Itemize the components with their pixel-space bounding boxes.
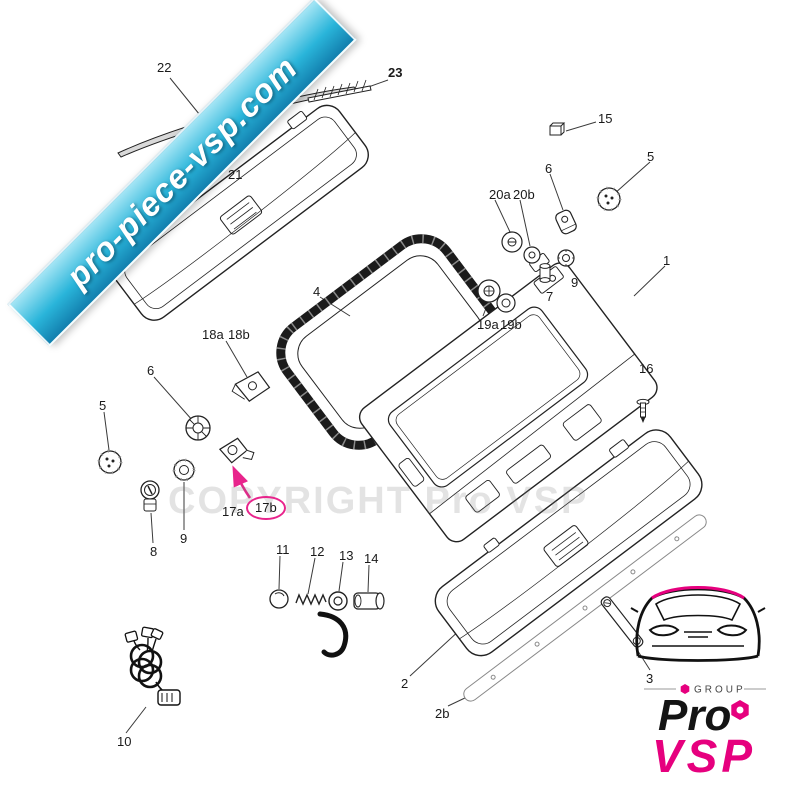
callout-17a: 17a [222, 504, 244, 519]
part-cap-11-icon [269, 589, 289, 609]
callout-8: 8 [150, 544, 158, 559]
part-panel-2-icon [434, 429, 703, 657]
part-grommet-20a-icon [501, 231, 523, 253]
callout-5-left: 5 [99, 398, 107, 413]
callout-20b: 20b [513, 187, 535, 202]
logo-group-line: GROUP [644, 684, 766, 696]
callout-11: 11 [276, 542, 290, 557]
callout-9-right: 9 [571, 275, 579, 290]
part-cap-5-right-icon [596, 186, 622, 212]
part-ring-9-left-icon [172, 458, 196, 482]
highlight-arrow [232, 465, 252, 499]
hexagon-icon [680, 684, 690, 694]
callout-19a: 19a [477, 317, 499, 332]
callout-21: 21 [228, 167, 243, 182]
logo-nut-icon [731, 700, 749, 720]
part-clip-15-icon [549, 122, 566, 136]
part-grommet-20b-icon [523, 246, 541, 264]
callout-20a: 20a [489, 187, 511, 202]
logo-car-icon [630, 586, 766, 662]
callout-1: 1 [663, 253, 671, 268]
callout-4: 4 [313, 284, 321, 299]
callout-2b: 2b [435, 706, 450, 721]
callout-23: 23 [388, 65, 403, 80]
callout-12: 12 [310, 544, 325, 559]
logo-group-label: GROUP [694, 685, 746, 696]
part-grommet-19b-icon [496, 293, 516, 313]
callout-18a: 18a [202, 327, 224, 342]
callout-2: 2 [401, 676, 409, 691]
part-strip-23-icon [307, 79, 372, 103]
part-washer-13-icon [328, 591, 348, 611]
callout-22: 22 [157, 60, 172, 75]
callout-13: 13 [339, 548, 354, 563]
callout-6-left: 6 [147, 363, 155, 378]
part-grommet-6-left-icon [185, 415, 211, 441]
part-bracket-18-icon [231, 371, 271, 402]
callout-19b: 19b [500, 317, 522, 332]
part-harness-10-icon [124, 626, 181, 706]
callout-15: 15 [598, 111, 613, 126]
part-sleeve-14-icon [353, 592, 385, 610]
callout-10: 10 [117, 734, 132, 749]
callout-3: 3 [646, 671, 654, 686]
callout-18b: 18b [228, 327, 250, 342]
logo-pro: Pro [658, 691, 731, 740]
part-strip-2b-icon [463, 514, 707, 702]
callout-6-right: 6 [545, 161, 553, 176]
callout-16: 16 [639, 361, 654, 376]
callout-7: 7 [546, 289, 554, 304]
part-grommet-19a-icon [477, 279, 501, 303]
part-strap-hook-icon [317, 611, 349, 658]
part-ring-9-right-icon [557, 249, 575, 267]
part-bracket-3-icon [600, 596, 644, 648]
logo-vsp: VSP [652, 730, 756, 782]
callout-14: 14 [364, 551, 379, 566]
part-bracket-6-right-icon [555, 209, 577, 235]
part-lock-8-icon [140, 480, 160, 512]
part-spacer-7-icon [539, 263, 551, 283]
callout-5-right: 5 [647, 149, 655, 164]
part-screw-16-icon [636, 398, 650, 423]
callout-9-left: 9 [180, 531, 188, 546]
part-panel-1-icon [358, 253, 658, 543]
part-latch-17-icon [218, 437, 255, 464]
part-panel-21-icon [112, 104, 369, 321]
part-spring-12-icon [295, 593, 327, 606]
part-cap-5-left-icon [97, 449, 123, 475]
highlight-ellipse-17b: 17b [246, 496, 286, 520]
